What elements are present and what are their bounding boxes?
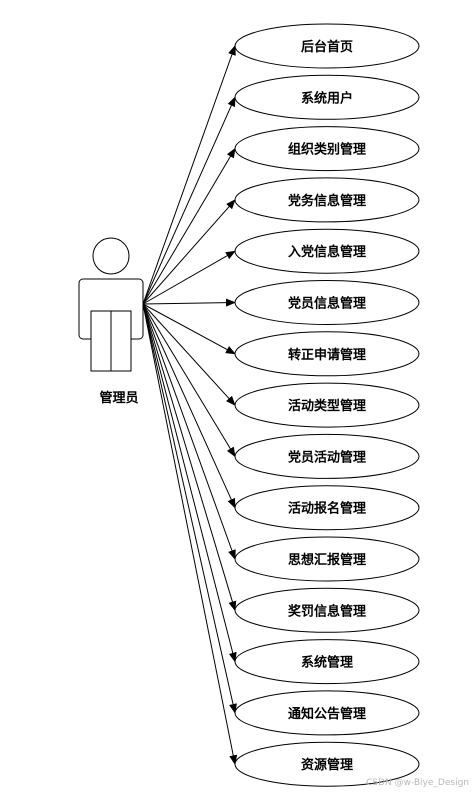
use-case-ellipse bbox=[234, 74, 420, 120]
use-case-ellipse bbox=[234, 23, 420, 69]
use-case-ellipse bbox=[234, 331, 420, 377]
use-case: 活动报名管理 bbox=[234, 485, 420, 531]
use-case-label: 奖罚信息管理 bbox=[288, 603, 366, 619]
use-case: 后台首页 bbox=[234, 23, 420, 69]
association-line bbox=[142, 199, 236, 305]
use-case: 系统管理 bbox=[234, 639, 420, 685]
actor-label: 管理员 bbox=[99, 390, 138, 406]
watermark: CSDN @w-Biye_Design bbox=[366, 778, 469, 788]
association-line bbox=[142, 303, 236, 355]
use-case-list: 后台首页系统用户组织类别管理党务信息管理入党信息管理党员信息管理转正申请管理活动… bbox=[234, 23, 420, 787]
association-line bbox=[142, 298, 236, 307]
use-case-label: 系统用户 bbox=[301, 90, 353, 106]
use-case: 系统用户 bbox=[234, 74, 420, 120]
use-case-label: 党员信息管理 bbox=[288, 296, 366, 312]
use-case: 奖罚信息管理 bbox=[234, 587, 420, 633]
association-line bbox=[142, 303, 236, 560]
use-case-label: 党务信息管理 bbox=[288, 193, 366, 209]
association-line bbox=[142, 303, 237, 663]
association-line bbox=[142, 303, 236, 509]
use-case-label: 转正申请管理 bbox=[288, 347, 366, 363]
actor-head-icon bbox=[92, 237, 130, 275]
association-line bbox=[142, 303, 237, 714]
association-line bbox=[142, 303, 236, 406]
association-line bbox=[142, 147, 236, 305]
association-line bbox=[142, 303, 237, 612]
association-line bbox=[142, 250, 236, 305]
use-case-ellipse bbox=[234, 536, 420, 582]
use-case-label: 通知公告管理 bbox=[288, 706, 366, 722]
use-case: 入党信息管理 bbox=[234, 228, 420, 274]
use-case-ellipse bbox=[234, 433, 420, 479]
use-case-ellipse bbox=[234, 485, 420, 531]
use-case: 思想汇报管理 bbox=[234, 536, 420, 582]
use-case-label: 后台首页 bbox=[301, 39, 353, 55]
use-case-ellipse bbox=[234, 690, 420, 736]
use-case-ellipse bbox=[234, 280, 420, 325]
use-case-ellipse bbox=[234, 177, 420, 223]
use-case-ellipse bbox=[234, 639, 420, 685]
association-line bbox=[142, 303, 238, 766]
use-case-ellipse bbox=[234, 382, 420, 428]
use-case-label: 党员活动管理 bbox=[288, 449, 366, 465]
use-case-label: 活动类型管理 bbox=[288, 398, 366, 414]
use-case-label: 思想汇报管理 bbox=[288, 552, 366, 568]
actor-administrator: 管理员 bbox=[78, 237, 144, 406]
use-case-ellipse bbox=[234, 587, 420, 633]
association-line bbox=[142, 96, 236, 305]
use-case: 党员活动管理 bbox=[234, 433, 420, 479]
use-case-label: 资源管理 bbox=[301, 757, 353, 773]
use-case: 党务信息管理 bbox=[234, 177, 420, 223]
use-case: 组织类别管理 bbox=[234, 126, 420, 172]
association-line bbox=[142, 45, 236, 305]
use-case-label: 系统管理 bbox=[301, 655, 353, 671]
use-case-ellipse bbox=[234, 228, 420, 274]
use-case: 资源管理 bbox=[234, 741, 420, 787]
association-lines bbox=[142, 45, 238, 766]
use-case-ellipse bbox=[234, 741, 420, 787]
association-line bbox=[142, 303, 236, 458]
use-case-ellipse bbox=[234, 126, 420, 172]
use-case: 活动类型管理 bbox=[234, 382, 420, 428]
use-case: 通知公告管理 bbox=[234, 690, 420, 736]
use-case-label: 活动报名管理 bbox=[288, 501, 366, 517]
use-case-label: 组织类别管理 bbox=[288, 142, 366, 158]
use-case-label: 入党信息管理 bbox=[288, 244, 366, 260]
use-case: 转正申请管理 bbox=[234, 331, 420, 377]
use-case: 党员信息管理 bbox=[234, 280, 420, 325]
